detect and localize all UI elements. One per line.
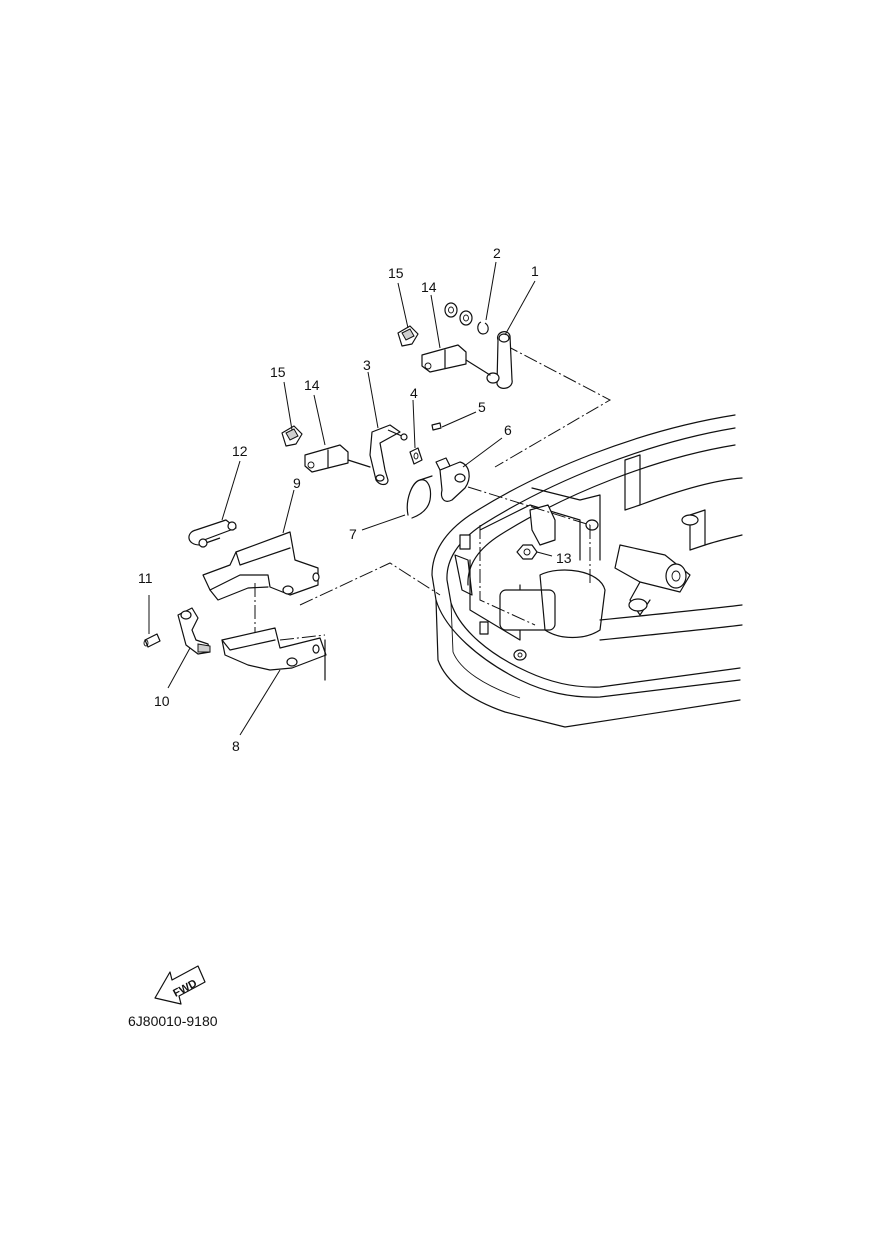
callout-14-upper: 14 <box>421 279 437 295</box>
part-3-bracket <box>369 424 408 486</box>
callout-8: 8 <box>232 738 240 754</box>
part-8-bracket <box>221 627 327 681</box>
part-2-washers <box>444 302 489 335</box>
callout-2: 2 <box>493 245 501 261</box>
callout-7: 7 <box>349 526 357 542</box>
callout-1: 1 <box>531 263 539 279</box>
callout-9: 9 <box>293 475 301 491</box>
callout-labels: 1 2 3 4 5 6 7 8 9 10 11 12 13 14 14 15 1… <box>138 245 572 754</box>
callout-12: 12 <box>232 443 248 459</box>
callout-3: 3 <box>363 357 371 373</box>
part-4-washer <box>409 447 423 465</box>
part-5-pin <box>431 422 442 431</box>
callout-14-lower: 14 <box>304 377 320 393</box>
bottom-cowling <box>431 414 743 728</box>
callout-4: 4 <box>410 385 418 401</box>
part-12-u-pin <box>188 519 237 548</box>
leader-lines <box>148 261 553 736</box>
part-14-connector-upper <box>421 344 491 376</box>
diagram-part-code: 6J80010-9180 <box>128 1013 218 1029</box>
assembly-lines <box>254 344 612 641</box>
part-14-connector-lower <box>304 444 371 473</box>
callout-6: 6 <box>504 422 512 438</box>
callout-10: 10 <box>154 693 170 709</box>
part-6-cam <box>435 457 470 502</box>
part-1-lever <box>486 331 513 389</box>
part-10-clamp <box>177 607 211 655</box>
fwd-direction-arrow: FWD <box>154 965 206 1005</box>
part-11-pin <box>143 633 161 648</box>
part-7-spring-link <box>406 475 433 519</box>
callout-13: 13 <box>556 550 572 566</box>
callout-11: 11 <box>138 570 153 586</box>
nut-13 <box>516 544 538 560</box>
callout-5: 5 <box>478 399 486 415</box>
part-15-clip-upper <box>397 325 419 347</box>
callout-15-lower: 15 <box>270 364 286 380</box>
callout-15-upper: 15 <box>388 265 404 281</box>
part-9-bracket <box>202 531 320 601</box>
